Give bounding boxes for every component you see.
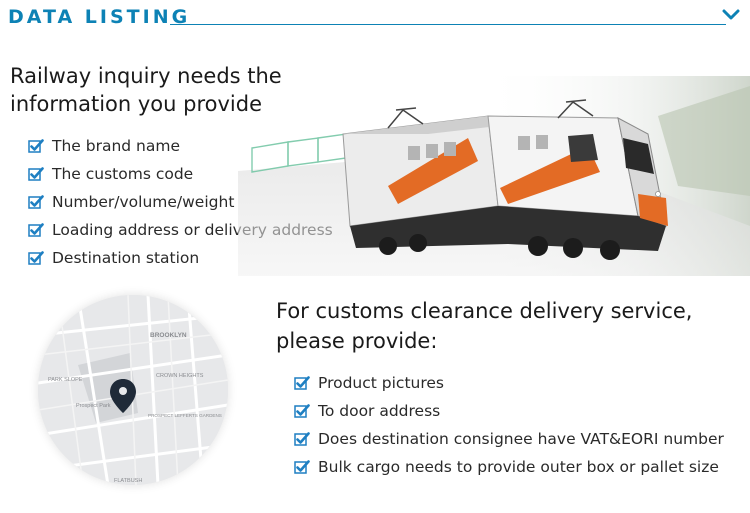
list-item: Product pictures — [294, 369, 724, 397]
list-item-label: Number/volume/weight — [52, 193, 235, 211]
map-label-flatbush: FLATBUSH — [114, 478, 142, 484]
railway-heading-line-1: Railway inquiry needs the — [10, 64, 282, 88]
list-item: Bulk cargo needs to provide outer box or… — [294, 453, 724, 481]
checkmark-icon — [28, 195, 44, 209]
checkmark-icon — [28, 251, 44, 265]
railway-heading-line-2: information you provide — [10, 92, 262, 116]
list-item: Number/volume/weight — [28, 188, 333, 216]
list-item-label: Bulk cargo needs to provide outer box or… — [318, 458, 719, 476]
list-item-label: To door address — [318, 402, 441, 420]
map-label-brooklyn: BROOKLYN — [150, 332, 187, 339]
list-item: The brand name — [28, 132, 333, 160]
map-pin-icon — [110, 379, 136, 413]
map-label-crown-heights: CROWN HEIGHTS — [156, 373, 204, 379]
customs-heading-line-1: For customs clearance delivery service, — [276, 299, 693, 323]
list-item-label: Destination station — [52, 249, 200, 267]
checkmark-icon — [294, 404, 310, 418]
header-divider — [170, 24, 726, 25]
map-label-park-slope: PARK SLOPE — [48, 377, 83, 383]
map-graphic: BROOKLYN PARK SLOPE CROWN HEIGHTS PROSPE… — [38, 295, 228, 485]
customs-clearance-heading: For customs clearance delivery service, … — [276, 296, 736, 356]
customs-requirements-list: Product pictures To door address Does de… — [294, 369, 724, 481]
section-header: DATA LISTING — [0, 0, 750, 36]
list-item-label: Does destination consignee have VAT&EORI… — [318, 430, 724, 448]
list-item: To door address — [294, 397, 724, 425]
checkmark-icon — [28, 167, 44, 181]
railway-inquiry-heading: Railway inquiry needs the information yo… — [10, 62, 330, 118]
list-item: The customs code — [28, 160, 333, 188]
checkmark-icon — [294, 432, 310, 446]
map-label-lefferts: PROSPECT LEFFERTS GARDENS — [148, 413, 222, 418]
checkmark-icon — [28, 223, 44, 237]
section-title: DATA LISTING — [8, 6, 191, 28]
locomotive-illustration — [238, 76, 750, 276]
checkmark-icon — [294, 376, 310, 390]
checkmark-icon — [28, 139, 44, 153]
chevron-down-icon[interactable] — [722, 8, 740, 22]
map-label-prospect-park: Prospect Park — [76, 403, 111, 409]
list-item: Does destination consignee have VAT&EORI… — [294, 425, 724, 453]
customs-heading-line-2: please provide: — [276, 329, 438, 353]
locomotive-image — [238, 76, 750, 276]
location-map: BROOKLYN PARK SLOPE CROWN HEIGHTS PROSPE… — [38, 295, 228, 485]
list-item: Destination station — [28, 244, 333, 272]
list-item-label: Product pictures — [318, 374, 444, 392]
list-item-label: The customs code — [52, 165, 194, 183]
checkmark-icon — [294, 460, 310, 474]
list-item-label: The brand name — [52, 137, 181, 155]
